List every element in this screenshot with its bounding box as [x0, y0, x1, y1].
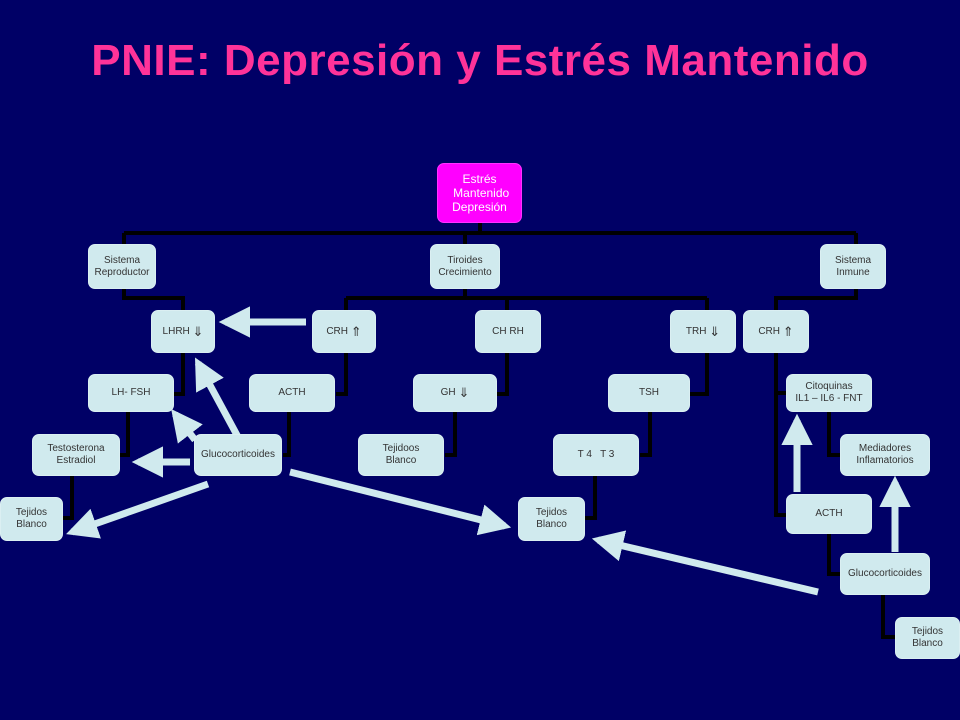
arrow-gluco2-to-tejidos-2	[591, 530, 819, 596]
node-lhrh-label: LHRH	[162, 325, 190, 337]
node-tejidos-blanco-tiroides: Tejidos Blanco	[518, 497, 585, 541]
down-arrow-icon: ⇓	[458, 385, 470, 400]
node-tejidoos-blanco: Tejidoos Blanco	[358, 434, 444, 476]
node-crh-label: CRH	[326, 325, 348, 337]
node-sistema-inmune: Sistema Inmune	[820, 244, 886, 289]
node-tiroides-crecimiento: Tiroides Crecimiento	[430, 244, 500, 289]
node-lh-fsh: LH- FSH	[88, 374, 174, 412]
node-acth-inmune: ACTH	[786, 494, 872, 534]
node-crh-inmune: CRH ⇑	[743, 310, 809, 353]
arrow-gluco-to-tejidos-2	[289, 468, 512, 536]
node-mediadores-inflamatorios: Mediadores Inflamatorios	[840, 434, 930, 476]
node-citoquinas: Citoquinas IL1 – IL6 - FNT	[786, 374, 872, 412]
down-arrow-icon: ⇓	[192, 323, 204, 339]
node-crh-inmune-label: CRH	[758, 325, 780, 337]
arrow-gluco-to-tejidos	[66, 480, 210, 539]
node-tejidos-blanco-reproductor: Tejidos Blanco	[0, 497, 63, 541]
node-glucocorticoides: Glucocorticoides	[194, 434, 282, 476]
node-tsh: TSH	[608, 374, 690, 412]
node-tejidos-blanco-inmune: Tejidos Blanco	[895, 617, 960, 659]
down-arrow-icon: ⇓	[709, 323, 721, 339]
node-t4-t3: T 4 T 3	[553, 434, 639, 476]
node-crh: CRH ⇑	[312, 310, 376, 353]
up-arrow-icon: ⇑	[350, 323, 362, 339]
node-trh-label: TRH	[685, 325, 707, 337]
node-gh: GH ⇓	[413, 374, 497, 412]
node-glucocorticoides-inmune: Glucocorticoides	[840, 553, 930, 595]
slide-title: PNIE: Depresión y Estrés Mantenido	[91, 36, 869, 85]
arrow-gluco-to-lhfsh	[171, 409, 203, 444]
node-testosterona-estradiol: Testosterona Estradiol	[32, 434, 120, 476]
node-trh: TRH ⇓	[670, 310, 736, 353]
node-chrh: CH RH	[475, 310, 541, 353]
node-acth: ACTH	[249, 374, 335, 412]
node-gh-label: GH	[440, 387, 456, 398]
node-lhrh: LHRH ⇓	[151, 310, 215, 353]
node-sistema-reproductor: Sistema Reproductor	[88, 244, 156, 289]
feedback-arrows	[66, 306, 911, 596]
arrow-gluco-to-lhrh	[194, 357, 242, 439]
node-estres-mantenido: Estrés Mantenido Depresión	[437, 163, 522, 223]
up-arrow-icon: ⇑	[782, 323, 794, 339]
